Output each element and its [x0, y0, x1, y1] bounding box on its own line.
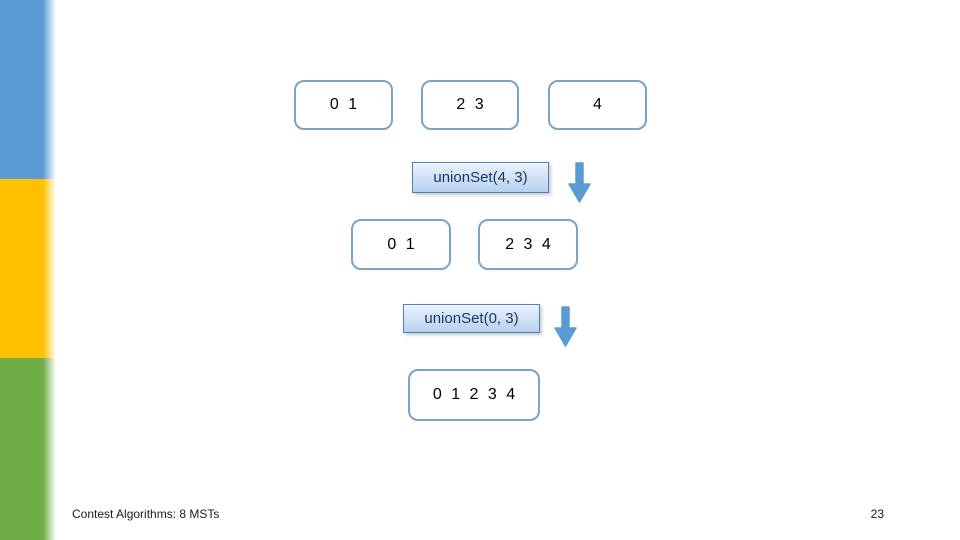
set-box-0-1-2-3-4: 0 1 2 3 4	[408, 369, 540, 421]
down-arrow-icon	[567, 162, 592, 203]
set-box-4: 4	[548, 80, 647, 130]
operation-label-unionset-4-3: unionSet(4, 3)	[412, 162, 549, 193]
accent-segment-yellow	[0, 179, 56, 358]
set-box-0-1: 0 1	[351, 219, 451, 270]
left-accent-bar	[0, 0, 56, 540]
accent-segment-green	[0, 358, 56, 540]
operation-label-unionset-0-3: unionSet(0, 3)	[403, 304, 540, 333]
accent-segment-blue	[0, 0, 56, 179]
footer-text: Contest Algorithms: 8 MSTs	[72, 507, 220, 521]
page-number: 23	[870, 507, 884, 521]
set-box-2-3: 2 3	[421, 80, 519, 130]
set-box-2-3-4: 2 3 4	[478, 219, 578, 270]
down-arrow-icon	[553, 306, 578, 347]
set-box-0-1: 0 1	[294, 80, 393, 130]
